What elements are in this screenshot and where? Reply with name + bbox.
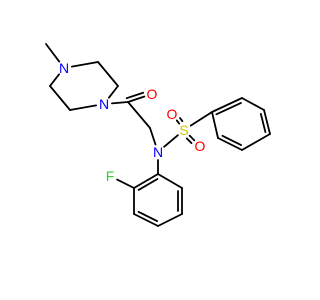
bond-ph_c3-ph_c4: [259, 109, 271, 135]
atom-label-f: F: [106, 168, 115, 184]
bond-line: [188, 134, 196, 142]
bond-ar_c4-ar_c5: [157, 213, 183, 227]
bond-line: [49, 85, 71, 111]
bond-s-ph_c1: [189, 111, 213, 127]
bond-line: [211, 97, 243, 113]
bond-line: [217, 137, 243, 151]
bond-line: [263, 109, 271, 135]
bond-s-so_o2: [185, 134, 196, 145]
atom-label-so_o1: O: [167, 106, 178, 122]
bond-line: [241, 133, 271, 151]
bond-line: [70, 61, 99, 68]
bond-line-2: [221, 134, 243, 146]
atom-label-so_o2: O: [195, 138, 206, 154]
bond-line: [211, 111, 219, 139]
bond-line-2: [185, 137, 193, 145]
bond-s-so_o1: [175, 117, 184, 125]
bond-line: [133, 173, 159, 189]
bond-line: [175, 119, 181, 125]
bond-line-2: [137, 178, 159, 191]
bond-ch2-n_sulfonamide: [149, 127, 157, 146]
bond-line: [127, 101, 151, 129]
bond-methyl_c-n4: [45, 43, 61, 63]
bond-line: [111, 101, 129, 105]
atom-label-n1: N: [99, 96, 109, 112]
bond-line: [108, 85, 119, 99]
bond-ph_c2-ph_c3: [241, 97, 265, 111]
bond-line-2: [137, 210, 159, 222]
bond-n_sulfonamide-s: [163, 134, 179, 148]
bond-line: [97, 61, 119, 87]
bond-line-2: [259, 112, 267, 133]
bond-pz_c4-n4: [49, 73, 60, 87]
atom-label-s: S: [179, 122, 188, 138]
bond-line: [157, 213, 183, 227]
bond-line: [69, 104, 98, 111]
bond-line: [45, 43, 61, 63]
bond-line-2: [215, 101, 242, 116]
bond-ph_c1-ph_c2: [211, 97, 243, 116]
bond-ph_c6-ph_c1: [211, 111, 219, 139]
bond-line: [133, 213, 159, 227]
bond-pz_c3-pz_c4: [49, 85, 71, 111]
bond-ph_c5-ph_c6: [217, 134, 243, 151]
bond-carbonyl_c-carbonyl_o: [125, 91, 146, 103]
bond-ar_c5-ar_c6: [177, 187, 183, 215]
bonds-layer: [45, 43, 271, 227]
bond-n4-pz_c1: [70, 61, 99, 68]
bond-pz_c1-pz_c2: [97, 61, 119, 87]
bond-line: [163, 134, 179, 148]
bond-line: [189, 111, 213, 127]
atom-label-carbonyl_o: O: [147, 86, 158, 102]
atom-label-n_sulfonamide: N: [153, 144, 163, 160]
bond-line: [149, 127, 157, 146]
bond-ar_c1-ar_c2: [133, 173, 159, 191]
bond-line-2: [179, 117, 184, 123]
bond-line: [157, 173, 183, 189]
bond-pz_c2-n1: [108, 85, 119, 99]
bond-n1-pz_c3: [69, 104, 98, 111]
bond-line: [49, 73, 60, 87]
bond-ar_c6-ar_c1: [157, 173, 183, 189]
bond-line: [127, 95, 146, 103]
bond-ar_c3-ar_c4: [133, 210, 159, 227]
atom-label-n4: N: [59, 60, 69, 76]
bond-line-2: [125, 91, 145, 100]
bond-line: [116, 178, 135, 189]
bond-ar_c2-f: [116, 178, 135, 189]
bond-line: [241, 97, 265, 111]
bond-carbonyl_c-ch2: [127, 101, 151, 129]
bond-n1-carbonyl_c: [111, 101, 129, 105]
bond-ph_c4-ph_c5: [241, 133, 271, 151]
